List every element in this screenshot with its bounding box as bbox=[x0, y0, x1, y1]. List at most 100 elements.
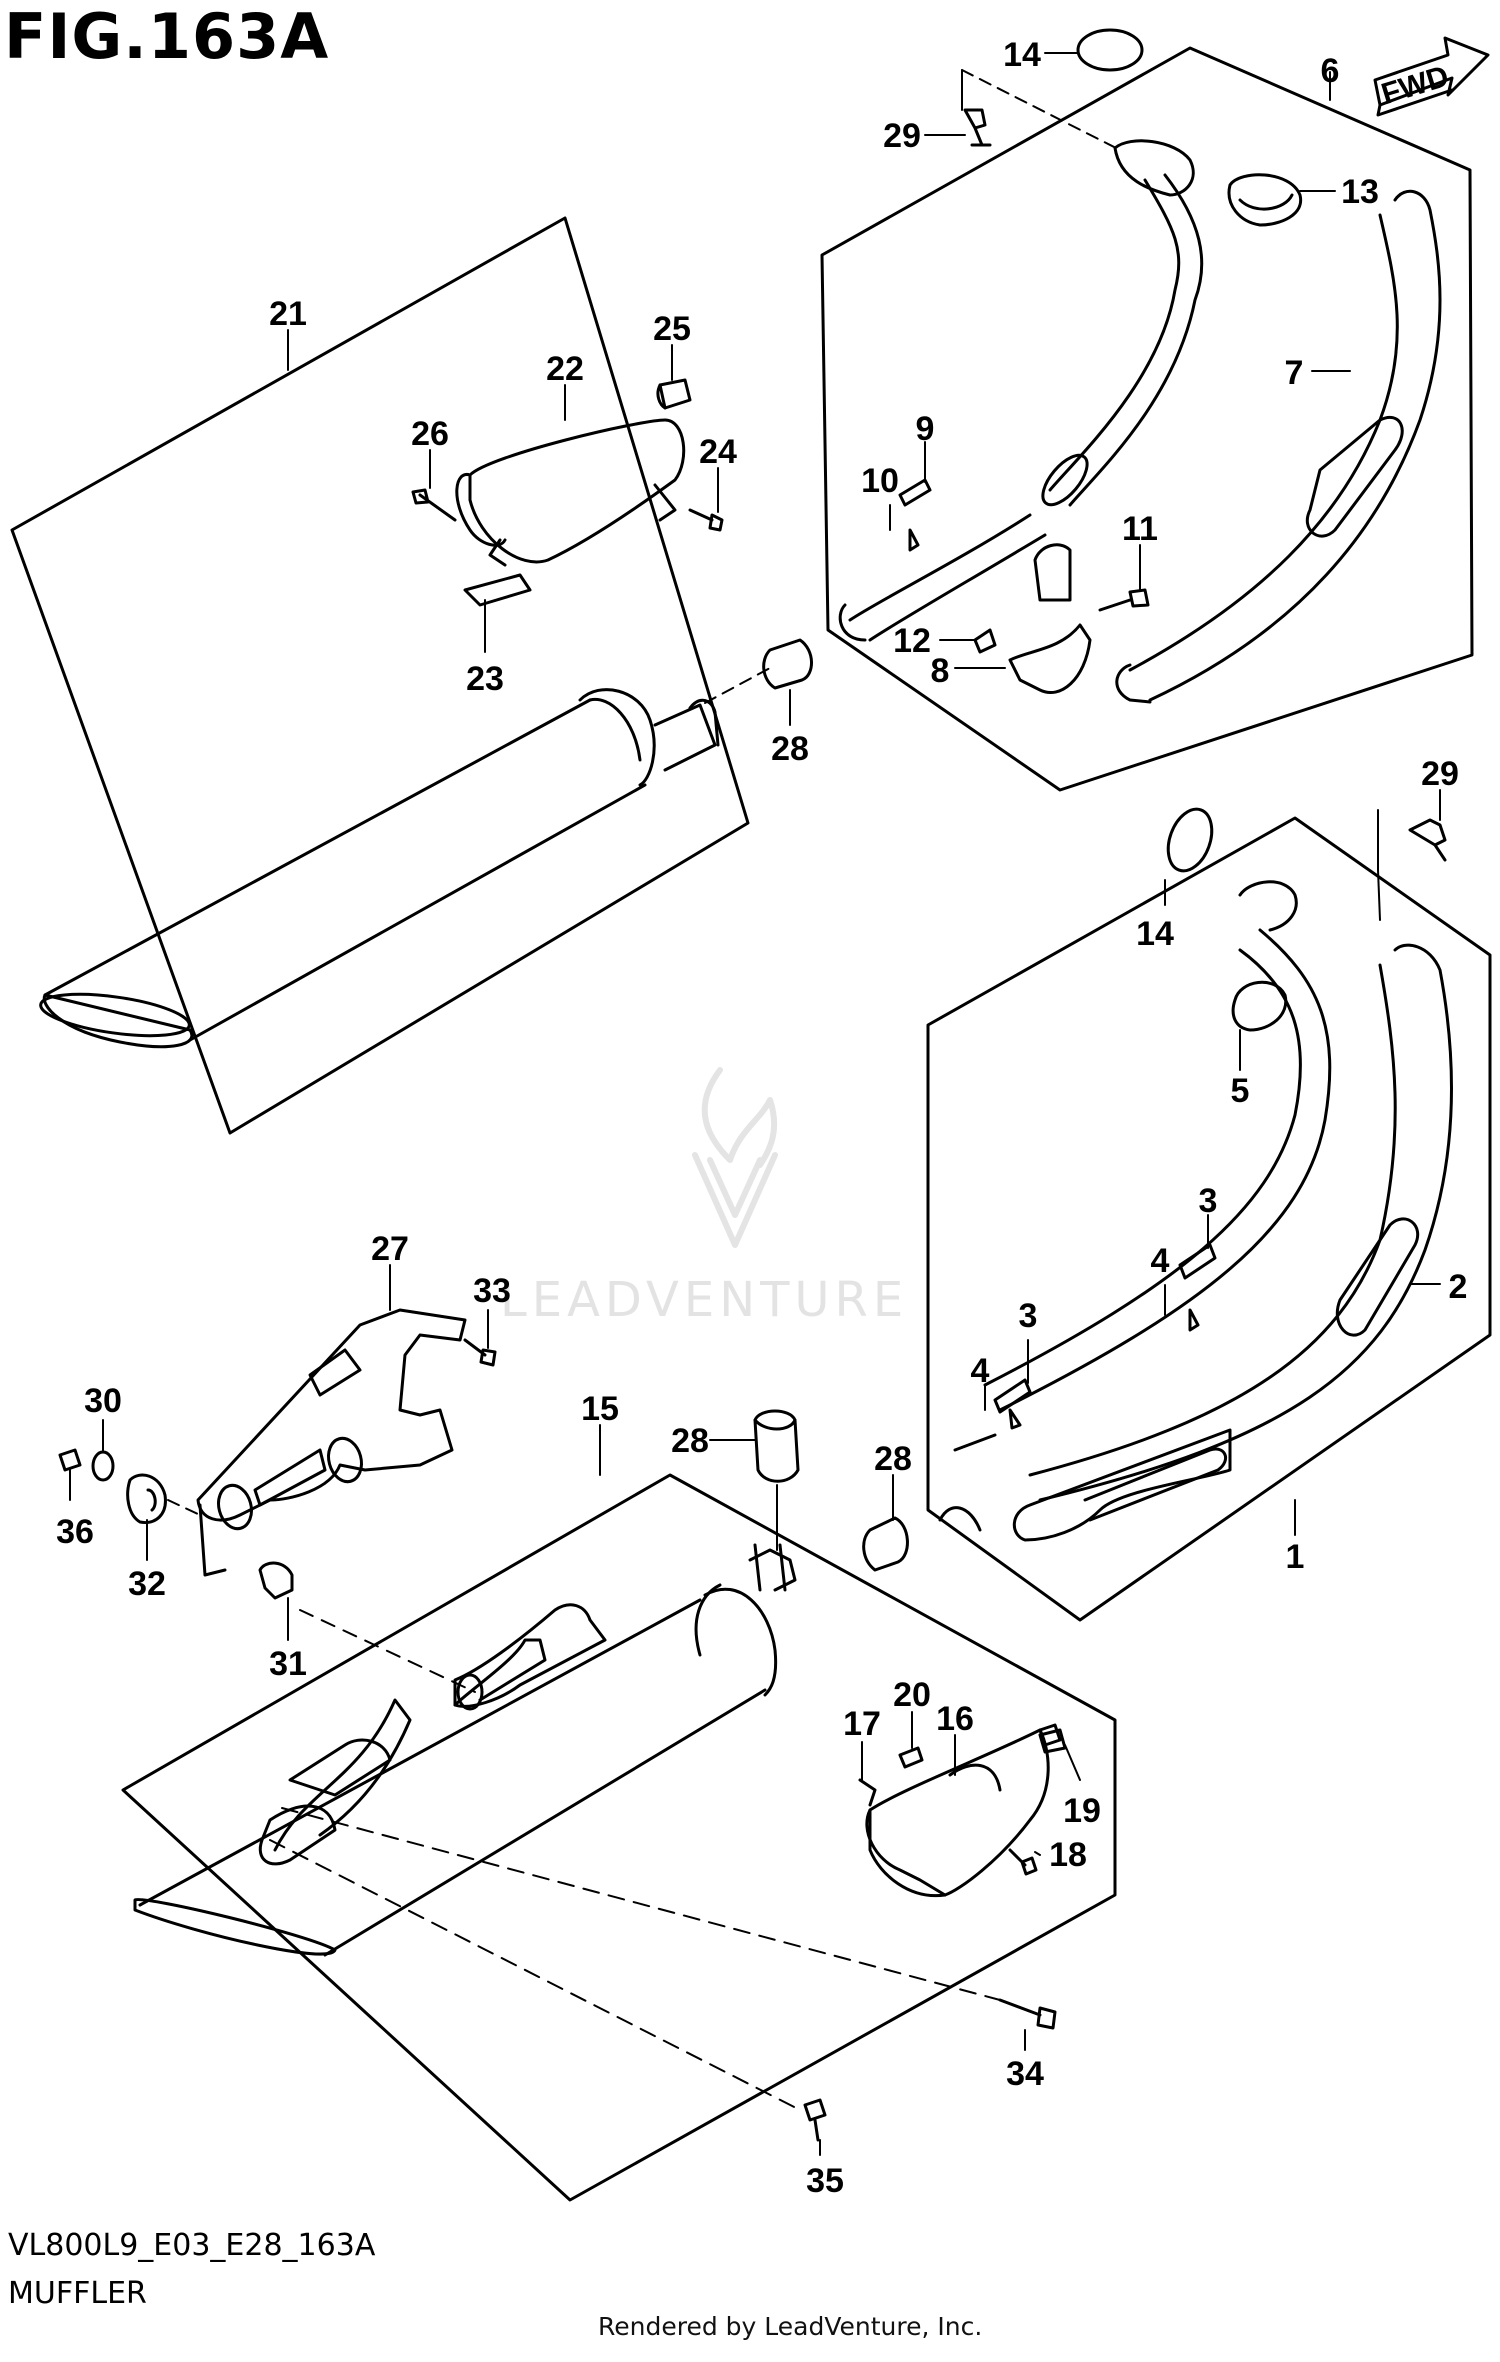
collar-25-shape bbox=[656, 378, 692, 410]
bolt-31-shape bbox=[258, 1561, 294, 1600]
dash-35 bbox=[269, 1839, 801, 2111]
muffler-15-shape bbox=[133, 1543, 797, 1957]
callout-26: 26 bbox=[411, 415, 449, 453]
fwd-arrow bbox=[1373, 36, 1490, 117]
dash-29a bbox=[961, 69, 1121, 151]
callout-4: 4 bbox=[1151, 1242, 1170, 1280]
callout-31: 31 bbox=[269, 1645, 307, 1683]
callout-12: 12 bbox=[893, 622, 931, 660]
heat-shield-16-shape bbox=[858, 1723, 1062, 1898]
callout-1: 1 bbox=[1286, 1538, 1305, 1576]
callout-15: 15 bbox=[581, 1390, 619, 1428]
bracket-3b-shape bbox=[993, 1378, 1032, 1414]
watermark-logo bbox=[692, 1067, 778, 1248]
callout-labels: 1 2 3 3 4 4 5 6 7 8 9 10 11 12 13 14 14 … bbox=[56, 36, 1467, 2200]
collar-28a-shape bbox=[762, 638, 813, 690]
group-1-box bbox=[926, 816, 1492, 1622]
bracket-8-shape bbox=[1008, 623, 1092, 694]
dash-28a bbox=[704, 667, 771, 704]
callout-11: 11 bbox=[1122, 510, 1158, 548]
callout-7: 7 bbox=[1285, 354, 1304, 392]
callout-22: 22 bbox=[546, 350, 584, 388]
callout-6: 6 bbox=[1321, 52, 1340, 90]
screw-4a-shape bbox=[1188, 1308, 1200, 1332]
callout-34: 34 bbox=[1006, 2055, 1044, 2093]
callout-30: 30 bbox=[84, 1382, 122, 1420]
bracket-27-shape bbox=[196, 1308, 467, 1577]
heat-shield-22-shape bbox=[455, 418, 686, 607]
callout-36: 36 bbox=[56, 1513, 94, 1551]
callout-10: 10 bbox=[861, 462, 899, 500]
bolt-29a-shape bbox=[963, 108, 992, 147]
watermark-text: LEADVENTURE bbox=[500, 1272, 909, 1328]
nut-36-shape bbox=[58, 1448, 82, 1472]
collar-28b-shape bbox=[862, 1516, 909, 1572]
group-15-box bbox=[121, 1473, 1117, 2202]
callout-25: 25 bbox=[653, 310, 691, 348]
callout-18: 18 bbox=[1049, 1836, 1087, 1874]
dash-32 bbox=[167, 1499, 201, 1516]
collar-32-shape bbox=[126, 1473, 167, 1525]
pipe-7-shape bbox=[1115, 189, 1442, 704]
callout-16: 16 bbox=[936, 1700, 974, 1738]
group-21-box bbox=[10, 216, 750, 1135]
bolt-11-shape bbox=[1098, 588, 1150, 612]
nut-12-shape bbox=[973, 628, 997, 654]
screw-10-shape bbox=[908, 528, 920, 552]
callout-32: 32 bbox=[128, 1565, 166, 1603]
callout-24: 24 bbox=[699, 433, 737, 471]
callout-19: 19 bbox=[1063, 1792, 1101, 1830]
callout-35: 35 bbox=[806, 2162, 844, 2200]
figure-title: FIG.163A bbox=[4, 0, 330, 73]
gasket-14a-shape bbox=[1076, 28, 1144, 72]
credit-text: Rendered by LeadVenture, Inc. bbox=[598, 2312, 983, 2341]
callout-4: 4 bbox=[971, 1352, 990, 1390]
callout-14: 14 bbox=[1003, 36, 1041, 74]
group-6-box bbox=[820, 46, 1474, 792]
callout-23: 23 bbox=[466, 660, 504, 698]
callout-13: 13 bbox=[1341, 173, 1379, 211]
figure-name: MUFFLER bbox=[8, 2276, 147, 2311]
callout-3: 3 bbox=[1019, 1297, 1038, 1335]
callout-17: 17 bbox=[843, 1705, 881, 1743]
callout-8: 8 bbox=[931, 652, 950, 690]
muffler-21-shape bbox=[39, 688, 720, 1049]
collar-19-shape bbox=[1038, 1728, 1067, 1754]
clamp-13-shape bbox=[1227, 173, 1303, 227]
pipe-6-shape bbox=[838, 139, 1204, 642]
gasket-14b-shape bbox=[1166, 807, 1214, 873]
callout-28: 28 bbox=[771, 730, 809, 768]
leader-18 bbox=[1034, 1851, 1041, 1856]
bracket-3a-shape bbox=[1178, 1243, 1217, 1280]
callout-9: 9 bbox=[916, 410, 935, 448]
washer-30-shape bbox=[91, 1450, 115, 1482]
bolt-26-shape bbox=[411, 488, 457, 522]
bracket-9-shape bbox=[898, 478, 932, 507]
callout-14: 14 bbox=[1136, 915, 1174, 953]
callout-28: 28 bbox=[671, 1422, 709, 1460]
model-code: VL800L9_E03_E28_163A bbox=[8, 2228, 376, 2263]
callout-21: 21 bbox=[269, 295, 307, 333]
callout-29: 29 bbox=[883, 117, 921, 155]
bolt-34-shape bbox=[998, 1998, 1057, 2030]
dash-31-mount bbox=[299, 1609, 476, 1693]
pipe-1-shape bbox=[938, 880, 1332, 1542]
callout-33: 33 bbox=[473, 1272, 511, 1310]
leader-19 bbox=[1064, 1744, 1081, 1781]
callout-27: 27 bbox=[371, 1230, 409, 1268]
callout-2: 2 bbox=[1449, 1268, 1468, 1306]
collar-28c-shape bbox=[753, 1409, 800, 1483]
callout-29: 29 bbox=[1421, 755, 1459, 793]
bolt-29b-shape bbox=[1408, 818, 1447, 862]
screw-4b-shape bbox=[1008, 1408, 1022, 1430]
bolt-18-shape bbox=[1008, 1848, 1038, 1876]
bolt-20-shape bbox=[898, 1746, 924, 1769]
bolt-24-shape bbox=[688, 508, 724, 532]
dash-34 bbox=[281, 1807, 1001, 2001]
pipe-2-shape bbox=[1028, 943, 1453, 1502]
line-29b bbox=[1377, 809, 1381, 921]
bolt-35-shape bbox=[803, 2098, 827, 2142]
callout-5: 5 bbox=[1231, 1072, 1250, 1110]
